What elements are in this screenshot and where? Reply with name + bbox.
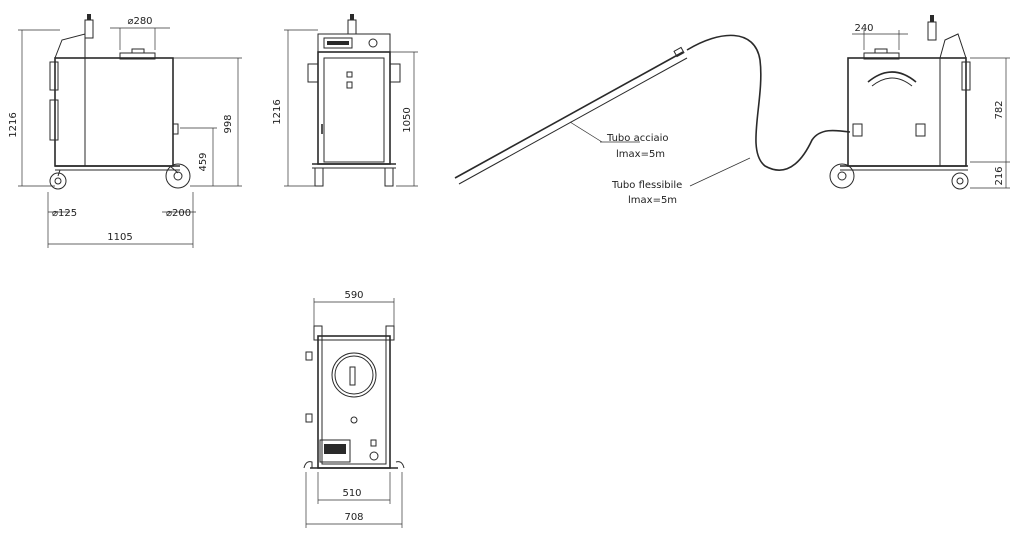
dim-large-wheel: ⌀200 (166, 208, 191, 219)
dim-lid-diameter: ⌀280 (127, 16, 152, 27)
top-view: 590 510 708 (303, 290, 405, 528)
dim-top-width: 590 (344, 290, 363, 301)
dim-lid-width: 240 (854, 23, 873, 34)
dim-front-height-total: 1216 (272, 99, 283, 124)
large-wheel-right (829, 163, 855, 189)
steel-pipe (454, 51, 684, 179)
tank-body (54, 57, 174, 167)
dim-height-total: 1216 (8, 112, 19, 137)
display-panel (323, 37, 353, 49)
front-view: 1216 1050 (272, 14, 418, 187)
flex-hose-length: lmax=5m (628, 195, 677, 206)
handle (49, 61, 59, 91)
flexible-hose (686, 34, 851, 171)
dim-axle-height: 459 (198, 152, 209, 171)
cabinet (317, 51, 391, 165)
dim-height-body: 998 (223, 114, 234, 133)
dim-length: 1105 (107, 232, 132, 243)
hose-view: Tubo acciaio lmax=5m Tubo flessibile lma… (454, 34, 851, 206)
steel-pipe-label: Tubo acciaio (606, 133, 669, 144)
dim-height-upper: 782 (994, 100, 1005, 119)
side-view-left: 1216 ⌀280 998 459 ⌀125 ⌀200 1105 (8, 14, 242, 248)
dim-inner-width: 510 (342, 488, 361, 499)
small-wheel-right (951, 172, 969, 190)
flex-hose-label: Tubo flessibile (611, 180, 682, 191)
dim-total-width: 708 (344, 512, 363, 523)
lid-circle (331, 352, 377, 398)
steel-pipe-length: lmax=5m (616, 149, 665, 160)
control-panel-top (319, 439, 351, 463)
small-wheel (49, 172, 67, 190)
dim-height-lower: 216 (994, 166, 1005, 185)
tank-body-right (847, 57, 967, 167)
dim-front-height-cabinet: 1050 (402, 107, 413, 132)
dim-small-wheel: ⌀125 (52, 208, 77, 219)
side-view-right: 240 782 216 (829, 15, 1010, 190)
large-wheel (165, 163, 191, 189)
